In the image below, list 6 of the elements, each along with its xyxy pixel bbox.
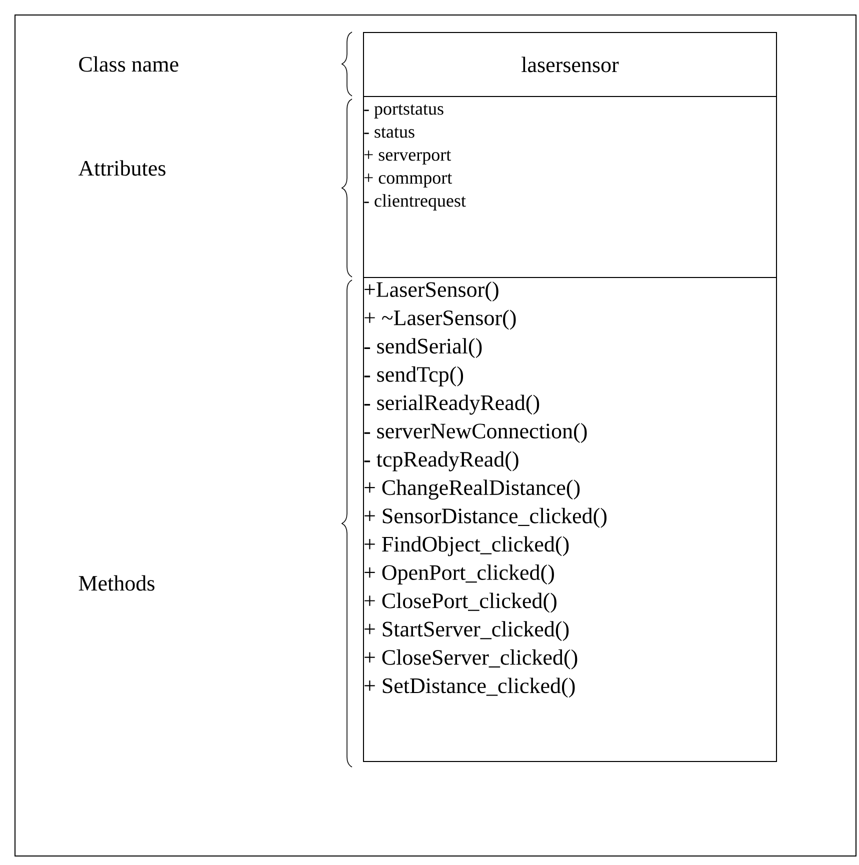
side-label: Methods: [78, 575, 154, 591]
side-label: Class name: [79, 56, 178, 72]
class-name-compartment: lasersensor: [363, 32, 777, 97]
side-label: Attributes: [78, 160, 166, 176]
attributes-compartment: - portstatus - status + serverport + commport - clientrequest: [363, 96, 777, 278]
methods-compartment: +LaserSensor() + ~LaserSensor() - sendSerial() - sendTcp() - serialReadyRead() - serverNewConnection() - tcpReadyRead() + ChangeRealDistance() + SensorDistance_clicked() + FindObject_clicked() + OpenPort_clicked() + ClosePort_clicked() + StartServer_clicked() + CloseServer_clicked() + SetDistance_clicked(): [363, 277, 777, 762]
